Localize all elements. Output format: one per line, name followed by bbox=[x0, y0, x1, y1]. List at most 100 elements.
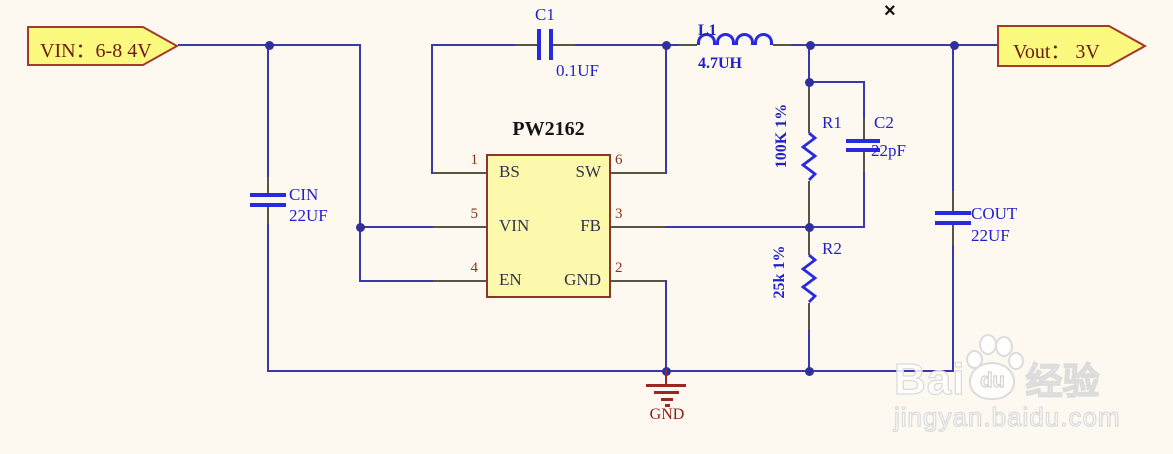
capacitor-plate bbox=[537, 29, 541, 60]
wire-segment bbox=[431, 44, 515, 46]
wire-segment bbox=[809, 44, 955, 46]
capacitor-plate bbox=[250, 203, 286, 207]
pin-number-5: 5 bbox=[470, 206, 479, 222]
pin-name-vin: VIN bbox=[499, 216, 530, 235]
ic-body[interactable] bbox=[486, 154, 611, 298]
vin-net-label: VIN：6-8 4V bbox=[40, 40, 152, 62]
component-lead bbox=[863, 119, 865, 139]
component-lead bbox=[808, 303, 810, 330]
l1-value: 4.7UH bbox=[698, 55, 742, 72]
pin-stub bbox=[433, 280, 486, 282]
r2-ref: R2 bbox=[822, 239, 842, 258]
junction-dot bbox=[662, 41, 671, 50]
inductor-symbol bbox=[697, 33, 773, 45]
junction-dot bbox=[356, 223, 365, 232]
c2-value: 22pF bbox=[871, 141, 906, 160]
pin-number-3: 3 bbox=[615, 206, 623, 222]
r1-value: 100K 1% bbox=[773, 103, 790, 169]
watermark-url: jingyan.baidu.com bbox=[893, 401, 1121, 432]
pin-name-sw: SW bbox=[575, 162, 602, 181]
component-lead bbox=[773, 44, 791, 46]
pin-stub bbox=[611, 226, 666, 228]
wire-segment bbox=[268, 44, 361, 46]
component-lead bbox=[808, 181, 810, 227]
r1-ref: R1 bbox=[822, 113, 842, 132]
pin-name-fb: FB bbox=[580, 216, 601, 235]
close-icon[interactable]: × bbox=[884, 0, 896, 22]
ground-bar bbox=[665, 404, 670, 407]
capacitor-plate bbox=[549, 29, 553, 60]
wire-segment bbox=[665, 280, 667, 372]
ground-bar bbox=[654, 391, 679, 394]
cout-ref: COUT bbox=[971, 204, 1018, 223]
wire-segment bbox=[791, 44, 810, 46]
wire-segment bbox=[360, 280, 434, 282]
pin-name-bs: BS bbox=[499, 162, 520, 181]
wire-segment bbox=[431, 44, 433, 174]
component-lead bbox=[267, 207, 269, 224]
l1-ref: L1 bbox=[698, 22, 717, 39]
c1-value: 0.1UF bbox=[556, 61, 599, 80]
r2-value: 25k 1% bbox=[771, 245, 788, 299]
junction-dot bbox=[805, 78, 814, 87]
capacitor-plate bbox=[935, 211, 971, 215]
wire-segment bbox=[863, 81, 865, 119]
ground-bar bbox=[661, 398, 673, 401]
pin-stub bbox=[611, 172, 666, 174]
component-lead bbox=[679, 44, 697, 46]
paw-icon: du bbox=[966, 334, 1025, 402]
component-lead bbox=[808, 81, 810, 133]
component-lead bbox=[267, 177, 269, 193]
wire-segment bbox=[575, 44, 667, 46]
component-lead bbox=[808, 226, 810, 255]
capacitor-plate bbox=[935, 221, 971, 225]
watermark-brand-left: Bai bbox=[893, 355, 966, 404]
watermark: Bai du 经验 jingyan.baidu.com bbox=[893, 334, 1121, 433]
wire-segment bbox=[360, 226, 434, 228]
wire-segment bbox=[809, 81, 865, 83]
wire-segment bbox=[267, 224, 269, 372]
cin-ref: CIN bbox=[289, 185, 319, 204]
pin-number-6: 6 bbox=[615, 152, 623, 168]
ground-label: GND bbox=[649, 406, 685, 423]
vout-net-label: Vout： 3V bbox=[1013, 41, 1100, 63]
component-lead bbox=[515, 44, 537, 46]
wire-segment bbox=[953, 44, 999, 46]
wire-segment bbox=[359, 44, 361, 282]
junction-dot bbox=[805, 223, 814, 232]
pin-number-1: 1 bbox=[470, 152, 479, 168]
component-lead bbox=[952, 225, 954, 245]
wire-segment bbox=[267, 44, 269, 177]
pin-name-en: EN bbox=[499, 270, 522, 289]
wire-segment bbox=[666, 44, 679, 46]
wire-segment bbox=[808, 44, 810, 82]
capacitor-plate bbox=[846, 139, 880, 143]
pin-stub bbox=[433, 172, 486, 174]
junction-dot bbox=[265, 41, 274, 50]
pin-number-2: 2 bbox=[615, 260, 623, 276]
component-lead bbox=[863, 152, 865, 172]
ground-stub bbox=[665, 370, 667, 384]
c1-ref: C1 bbox=[535, 5, 555, 24]
watermark-brand-suffix: 经验 bbox=[1025, 361, 1100, 402]
resistor-symbol bbox=[800, 132, 818, 181]
watermark-brand-paw: du bbox=[980, 369, 1006, 392]
wire-segment bbox=[808, 330, 810, 372]
wire-segment bbox=[267, 370, 954, 372]
ground-bar bbox=[646, 384, 686, 387]
component-lead bbox=[553, 44, 575, 46]
wire-segment bbox=[665, 226, 865, 228]
cin-value: 22UF bbox=[289, 206, 328, 225]
capacitor-plate bbox=[250, 193, 286, 197]
c2-ref: C2 bbox=[874, 113, 894, 132]
junction-dot bbox=[950, 41, 959, 50]
cout-value: 22UF bbox=[971, 226, 1010, 245]
vin-net-flag bbox=[27, 26, 179, 66]
component-lead bbox=[952, 191, 954, 211]
pin-number-4: 4 bbox=[470, 260, 479, 276]
ic-title: PW2162 bbox=[512, 118, 585, 140]
pin-stub bbox=[611, 280, 666, 282]
wire-segment bbox=[178, 44, 269, 46]
wire-segment bbox=[863, 172, 865, 228]
